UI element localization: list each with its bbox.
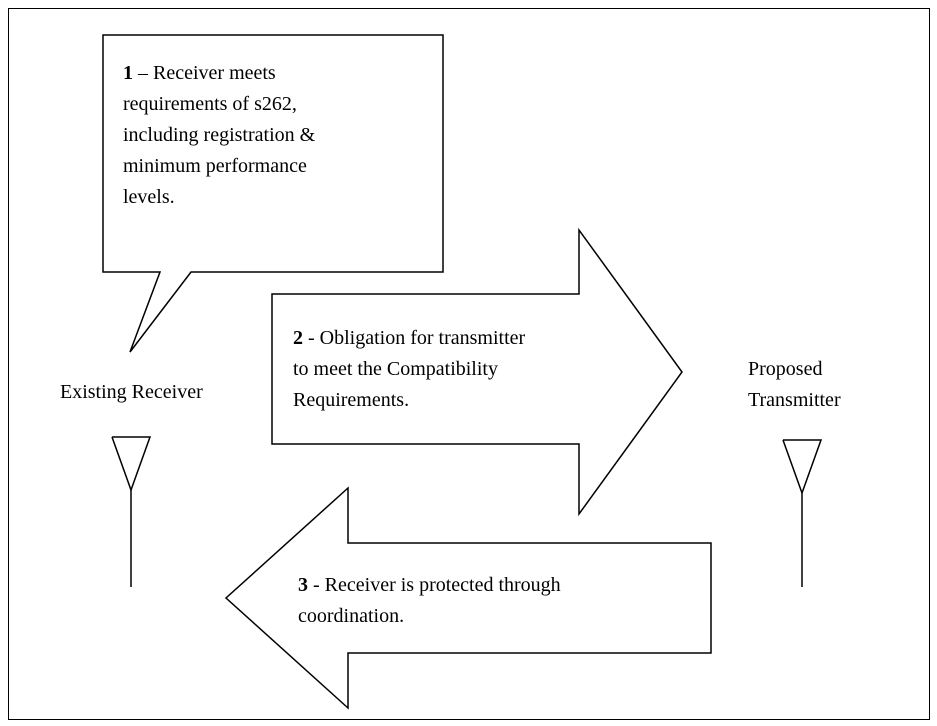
arrow-left-number: 3: [298, 574, 308, 596]
arrow-left-line: - Receiver is protected through: [308, 574, 561, 596]
receiver-antenna-icon: [111, 436, 152, 587]
arrow-right-line: to meet the Compatibility: [293, 358, 498, 380]
transmitter-label-line2: Transmitter: [748, 389, 841, 411]
arrow-left-text: 3 - Receiver is protected through coordi…: [298, 570, 561, 632]
transmitter-antenna-icon: [782, 439, 823, 587]
callout-line: – Receiver meets: [133, 62, 276, 84]
arrow-left-shape: [224, 486, 712, 710]
transmitter-label-line1: Proposed: [748, 358, 823, 380]
receiver-label: Existing Receiver: [60, 381, 203, 403]
callout-number: 1: [123, 62, 133, 84]
callout-text: 1 – Receiver meets requirements of s262,…: [123, 58, 315, 213]
arrow-left-line: coordination.: [298, 605, 405, 627]
callout-line: requirements of s262,: [123, 93, 297, 115]
arrow-right-number: 2: [293, 327, 303, 349]
arrow-right-line: - Obligation for transmitter: [303, 327, 526, 349]
transmitter-label: Proposed Transmitter: [748, 354, 841, 416]
callout-bubble: [102, 34, 444, 353]
callout-line: including registration &: [123, 124, 316, 146]
arrow-right-line: Requirements.: [293, 389, 410, 411]
callout-line: minimum performance: [123, 155, 307, 177]
arrow-right-shape: [271, 227, 683, 517]
arrow-right-text: 2 - Obligation for transmitter to meet t…: [293, 323, 525, 416]
diagram-border: [8, 8, 930, 720]
callout-line: levels.: [123, 186, 175, 208]
